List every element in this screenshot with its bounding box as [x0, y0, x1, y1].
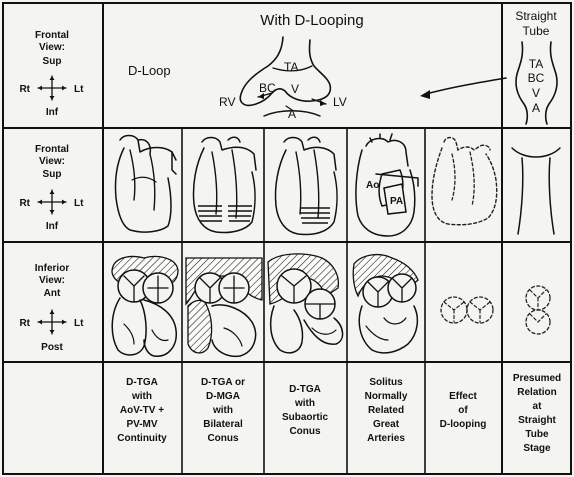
straight-tube-title-line1: Straight: [515, 9, 557, 23]
caption-line: D-TGA: [289, 384, 321, 395]
caption-line: Relation: [517, 387, 556, 398]
caption-line: Solitus: [369, 377, 403, 388]
caption-line: Normally: [365, 391, 408, 402]
key-title-line2: View:: [39, 275, 65, 286]
caption-col-5: Effect of D-looping: [440, 391, 487, 430]
caption-line: D-looping: [440, 419, 487, 430]
caption-line: with: [131, 391, 152, 402]
orientation-cross-icon: [37, 309, 67, 335]
inferior-straight-tube-stage: [525, 285, 551, 335]
caption-line: Subaortic: [282, 412, 329, 423]
label-atrium: A: [288, 107, 296, 121]
caption-col-6: Presumed Relation at Straight Tube Stage: [513, 373, 561, 454]
frontal-heart-normal-great-arteries: [355, 133, 419, 237]
caption-line: D-TGA: [126, 377, 158, 388]
inferior-view-d-tga-bilateral-conus: [185, 257, 263, 358]
label-right-ventricle: RV: [219, 95, 235, 109]
key-right-label: Lt: [74, 318, 84, 329]
frontal-straight-tube-stage: [511, 147, 561, 235]
key-title-line1: Inferior: [35, 263, 70, 274]
diagram-title: With D-Looping: [260, 12, 363, 29]
frontal-heart-d-tga-bilateral-conus: [192, 136, 257, 234]
orientation-key-row-3: Inferior View: Ant Rt Lt Post: [19, 263, 84, 353]
frontal-heart-d-tga-subaortic-conus: [274, 136, 338, 236]
caption-line: Continuity: [117, 433, 167, 444]
orientation-key-row-1: Frontal View: Sup Rt Lt Inf: [19, 30, 84, 118]
frontal-heart-d-tga-continuity: [114, 134, 177, 233]
caption-line: Great: [373, 419, 400, 430]
orientation-key-row-2: Frontal View: Sup Rt Lt Inf: [19, 144, 84, 232]
caption-line: of: [458, 405, 468, 416]
key-bottom-label: Inf: [46, 221, 59, 232]
inferior-effect-of-d-looping: [440, 296, 494, 324]
arrowhead-icon: [420, 90, 430, 99]
caption-line: Bilateral: [203, 419, 243, 430]
inferior-view-d-tga-continuity: [111, 255, 179, 357]
caption-line: with: [294, 398, 315, 409]
caption-line: Arteries: [367, 433, 405, 444]
inferior-view-d-tga-subaortic-conus: [267, 253, 344, 354]
caption-line: PV-MV: [126, 419, 157, 430]
caption-line: Effect: [449, 391, 477, 402]
key-title-line2: View:: [39, 42, 65, 53]
key-title-line1: Frontal: [35, 144, 69, 155]
label-ventricle: V: [291, 82, 299, 96]
key-bottom-label: Post: [41, 342, 63, 353]
tube-label-ta: TA: [529, 57, 543, 71]
key-top-label: Sup: [43, 169, 62, 180]
caption-line: Straight: [518, 415, 556, 426]
tube-label-v: V: [532, 86, 540, 100]
label-pulmonary-artery: PA: [390, 196, 403, 207]
key-title-line1: Frontal: [35, 30, 69, 41]
caption-line: Related: [368, 405, 404, 416]
caption-col-3: D-TGA with Subaortic Conus: [282, 384, 329, 437]
caption-col-4: Solitus Normally Related Great Arteries: [365, 377, 408, 444]
key-left-label: Rt: [19, 318, 30, 329]
key-left-label: Rt: [19, 84, 30, 95]
key-bottom-label: Inf: [46, 107, 59, 118]
caption-line: AoV-TV +: [120, 405, 164, 416]
caption-line: Conus: [207, 433, 239, 444]
label-aorta: Ao: [366, 180, 379, 191]
straight-tube-title-line2: Tube: [523, 24, 550, 38]
key-right-label: Lt: [74, 84, 84, 95]
straight-tube-drawing: [515, 41, 558, 125]
caption-line: Presumed: [513, 373, 561, 384]
key-top-label: Sup: [43, 56, 62, 67]
label-truncus-arteriosus: TA: [284, 60, 298, 74]
frontal-effect-of-d-looping: [431, 136, 498, 226]
tube-label-bc: BC: [528, 71, 545, 85]
inferior-view-normal-great-arteries: [352, 253, 419, 354]
caption-line: with: [212, 405, 233, 416]
key-right-label: Lt: [74, 198, 84, 209]
transition-arrow: [425, 77, 507, 95]
caption-col-1: D-TGA with AoV-TV + PV-MV Continuity: [117, 377, 167, 444]
caption-line: D-TGA or: [201, 377, 245, 388]
d-loop-heart-tube: [239, 36, 332, 117]
orientation-cross-icon: [37, 75, 67, 101]
orientation-cross-icon: [37, 189, 67, 215]
key-top-label: Ant: [44, 288, 61, 299]
caption-col-2: D-TGA or D-MGA with Bilateral Conus: [201, 377, 245, 444]
caption-line: D-MGA: [206, 391, 240, 402]
caption-line: Tube: [525, 429, 549, 440]
d-loop-label: D-Loop: [128, 63, 171, 78]
label-left-ventricle: LV: [333, 95, 347, 109]
label-bulbus-cordis: BC: [259, 81, 276, 95]
caption-line: Conus: [289, 426, 321, 437]
key-title-line2: View:: [39, 156, 65, 167]
key-left-label: Rt: [19, 198, 30, 209]
caption-line: Stage: [523, 443, 551, 454]
caption-line: at: [533, 401, 543, 412]
tube-label-a: A: [532, 101, 540, 115]
